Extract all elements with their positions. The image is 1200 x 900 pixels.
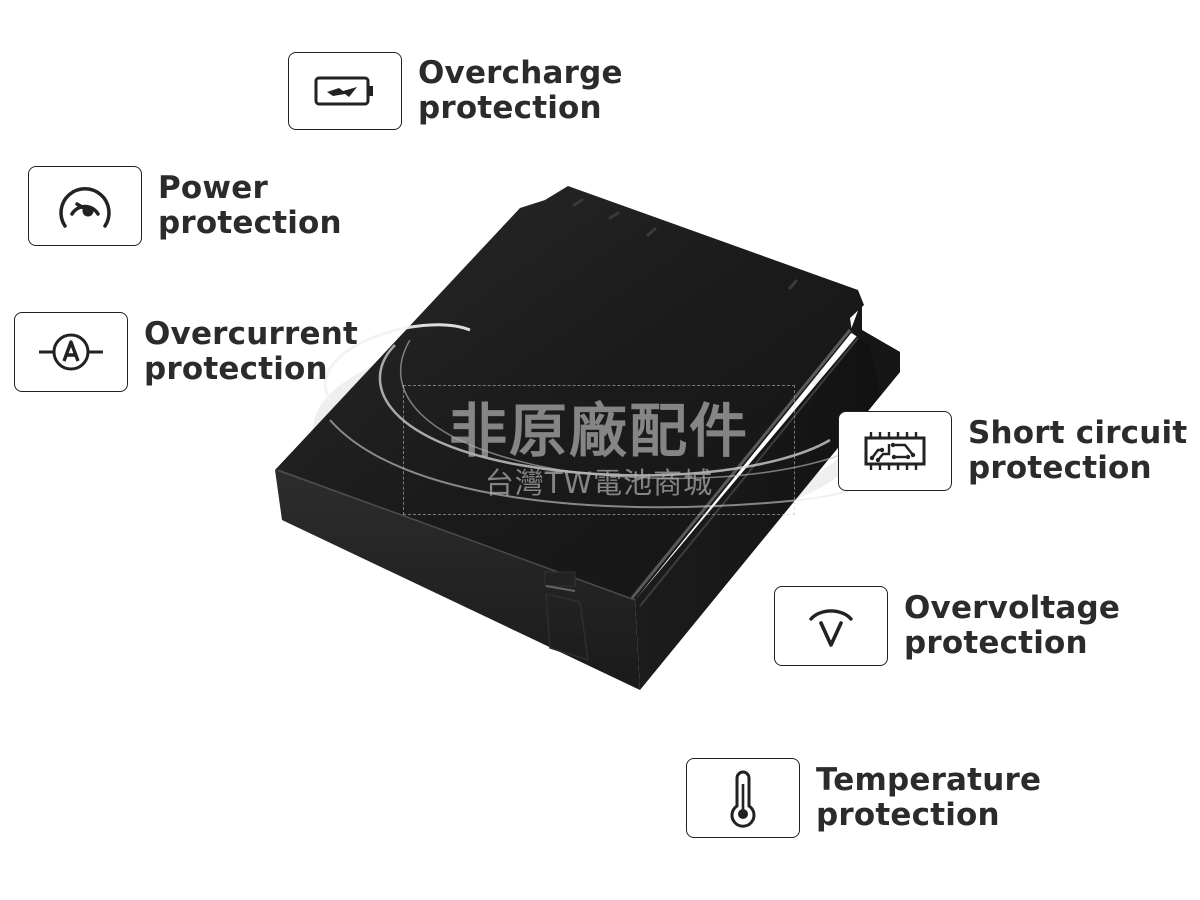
temperature-label: Temperature protection xyxy=(816,762,1042,833)
voltage-icon xyxy=(809,609,853,647)
short-circuit-icon-box xyxy=(838,411,952,491)
feature-temperature: Temperature protection xyxy=(686,758,1041,838)
watermark: 非原廠配件 台灣TW電池商城 xyxy=(403,385,795,515)
watermark-sub-text: 台灣TW電池商城 xyxy=(484,466,714,500)
feature-overcurrent: Overcurrent protection xyxy=(14,312,358,392)
feature-power: Power protection xyxy=(28,166,342,246)
overcurrent-label: Overcurrent protection xyxy=(144,316,359,387)
ammeter-icon xyxy=(39,333,103,371)
battery-charging-icon xyxy=(314,76,373,106)
temperature-icon-box xyxy=(686,758,800,838)
power-label: Power protection xyxy=(158,170,342,241)
feature-short-circuit: Short circuit protection xyxy=(838,411,1187,491)
thermometer-icon xyxy=(730,770,756,828)
feature-overvoltage: Overvoltage protection xyxy=(774,586,1120,666)
power-icon-box xyxy=(28,166,142,246)
watermark-main-text: 非原廠配件 xyxy=(448,397,749,465)
circuit-chip-icon xyxy=(864,432,926,470)
short-circuit-label: Short circuit protection xyxy=(968,415,1188,486)
overvoltage-icon-box xyxy=(774,586,888,666)
gauge-icon xyxy=(59,186,111,228)
overvoltage-label: Overvoltage protection xyxy=(904,590,1121,661)
overcurrent-icon-box xyxy=(14,312,128,392)
overcharge-icon-box xyxy=(288,52,402,130)
overcharge-label: Overcharge protection xyxy=(418,55,623,126)
feature-overcharge: Overcharge protection xyxy=(288,52,623,130)
